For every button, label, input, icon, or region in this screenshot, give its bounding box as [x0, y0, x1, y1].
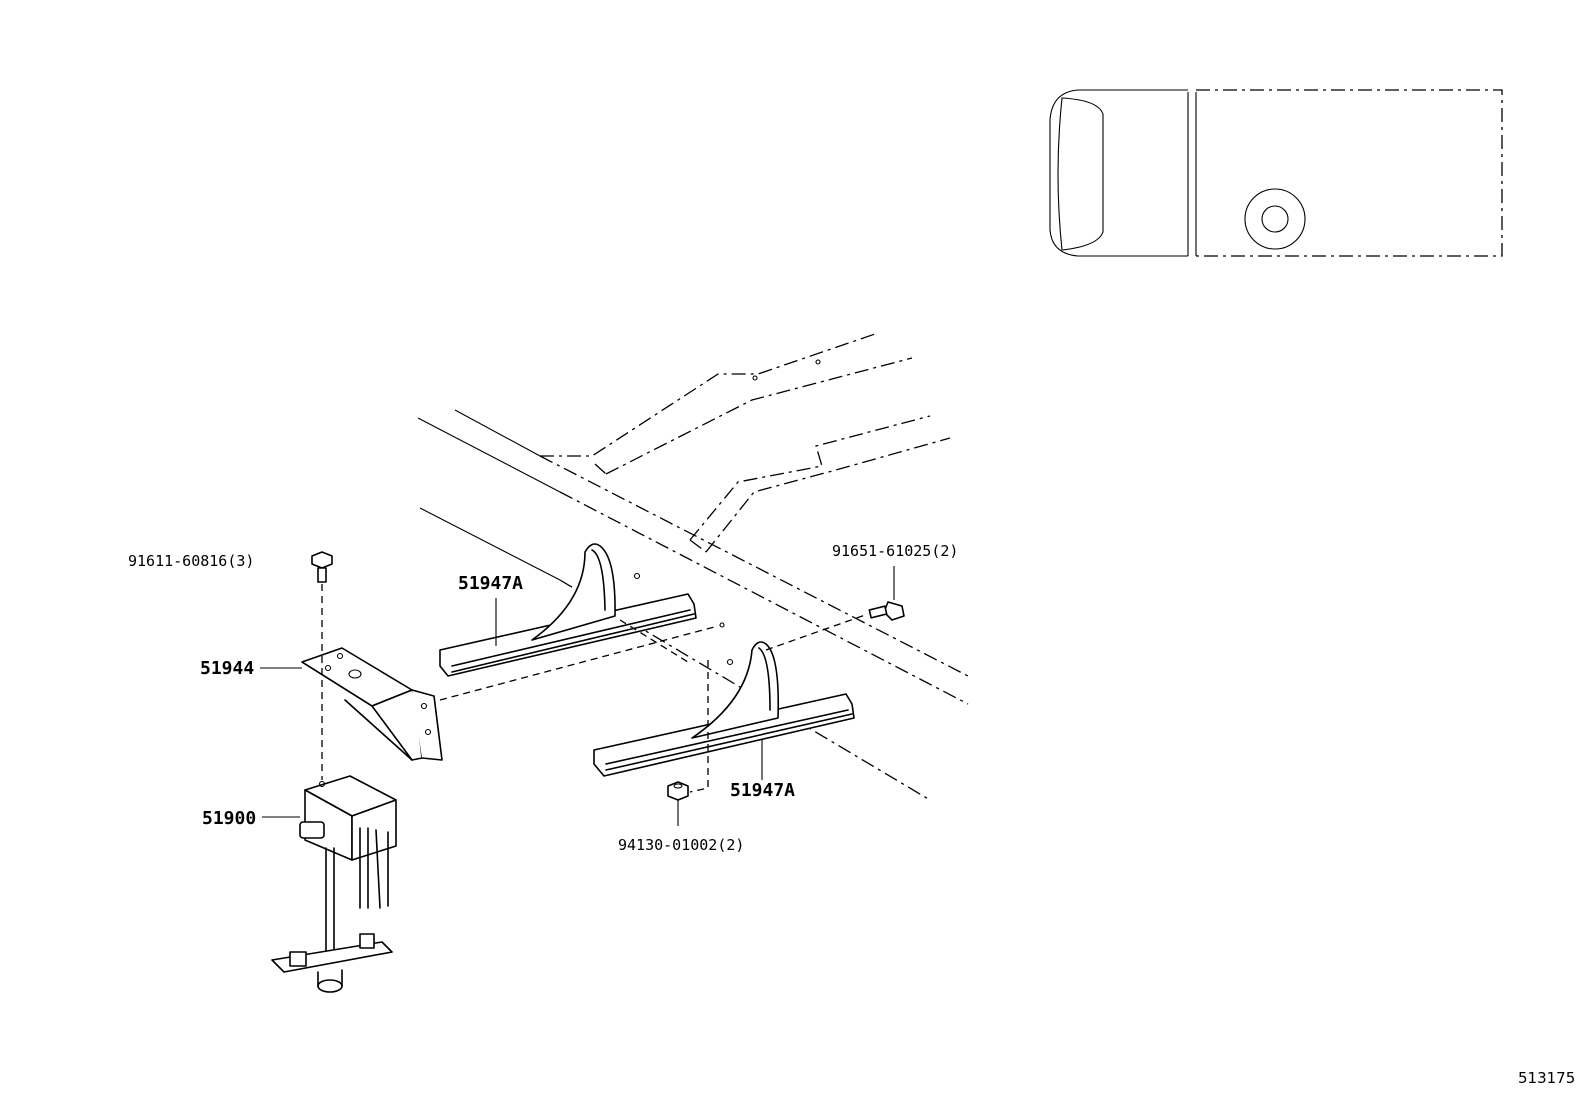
vehicle-frame	[417, 333, 969, 801]
label-bolt-top-left: 91611-60816(3)	[128, 552, 254, 570]
label-rail-lower: 51947A	[730, 780, 795, 801]
bolt-right	[868, 601, 905, 621]
spare-wheel-carrier	[271, 775, 397, 993]
label-bracket: 51944	[200, 658, 254, 679]
label-nut: 94130-01002(2)	[618, 836, 744, 854]
support-rail-upper	[439, 543, 697, 677]
label-rail-upper: 51947A	[458, 573, 523, 594]
support-rail-lower	[593, 641, 855, 777]
diagram-id: 513175	[1518, 1069, 1575, 1087]
spare-tire-location-icon	[1244, 188, 1306, 250]
nut	[667, 781, 689, 801]
assembly-lines	[321, 584, 869, 793]
label-bolt-right: 91651-61025(2)	[832, 542, 958, 560]
vehicle-location-inset	[1049, 89, 1503, 257]
carrier-bracket	[301, 647, 443, 761]
leader-lines	[260, 566, 895, 826]
bolt-top-left	[311, 551, 333, 583]
part-labels: 91611-60816(3) 51947A 51944 91651-61025(…	[128, 542, 958, 854]
label-carrier: 51900	[202, 808, 256, 829]
